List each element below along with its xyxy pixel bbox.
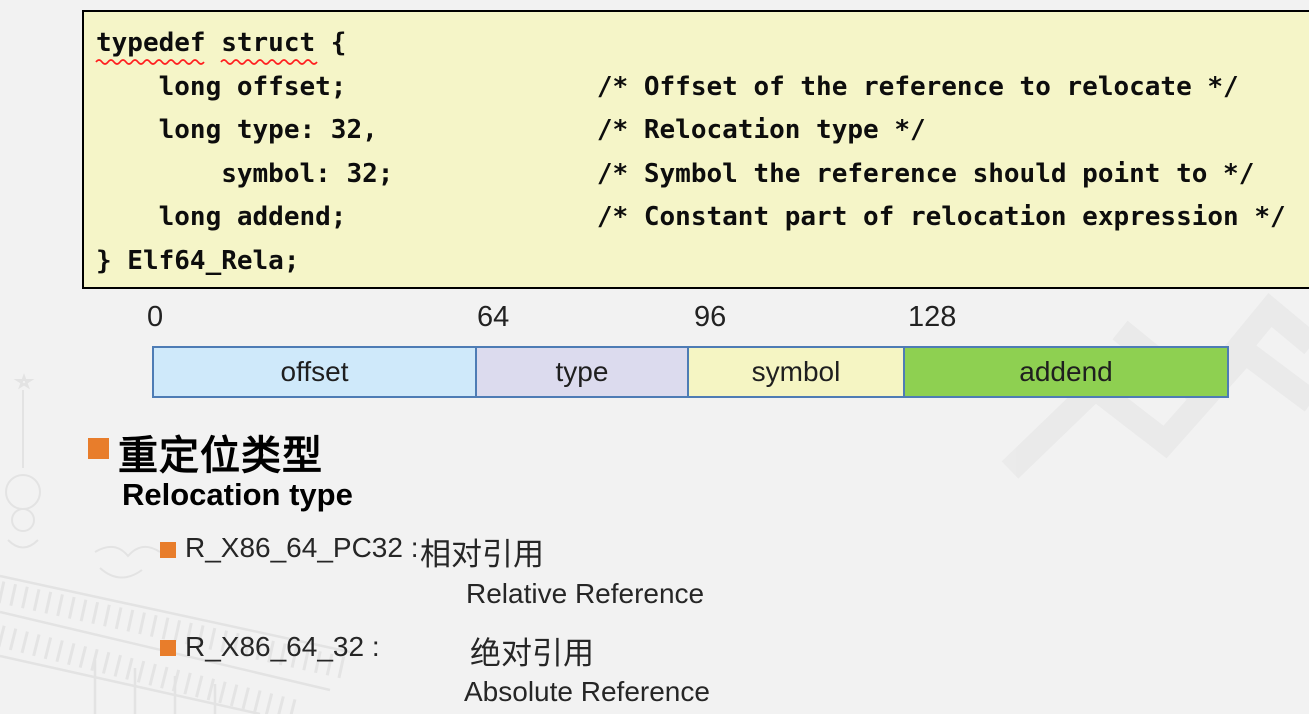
bit-label-128: 128 (908, 301, 957, 333)
spellcheck-squiggle-typedef (95, 59, 205, 65)
item-2-en: Absolute Reference (464, 676, 710, 707)
spellcheck-squiggle-struct (220, 59, 318, 65)
code-text: typedef struct { long offset; /* Offset … (96, 28, 1286, 276)
field-layout-diagram: offset type symbol addend (152, 346, 1229, 398)
item-1-zh: 相对引用 (420, 537, 544, 572)
code-block: typedef struct { long offset; /* Offset … (82, 10, 1309, 289)
heading-bullet (88, 438, 109, 459)
field-type: type (475, 346, 689, 398)
bit-label-0: 0 (147, 301, 164, 333)
field-addend: addend (903, 346, 1229, 398)
field-symbol: symbol (687, 346, 905, 398)
field-offset: offset (152, 346, 477, 398)
item-2-bullet (160, 640, 176, 656)
bit-label-96: 96 (694, 301, 727, 333)
item-1-en: Relative Reference (466, 578, 705, 609)
item-2-zh: 绝对引用 (470, 636, 594, 671)
heading-zh: 重定位类型 (118, 434, 323, 478)
heading-en: Relocation type (122, 477, 353, 512)
item-1-code: R_X86_64_PC32 : (185, 532, 419, 563)
item-1-bullet (160, 542, 176, 558)
item-2-code: R_X86_64_32 : (185, 631, 380, 662)
bit-label-64: 64 (477, 301, 510, 333)
